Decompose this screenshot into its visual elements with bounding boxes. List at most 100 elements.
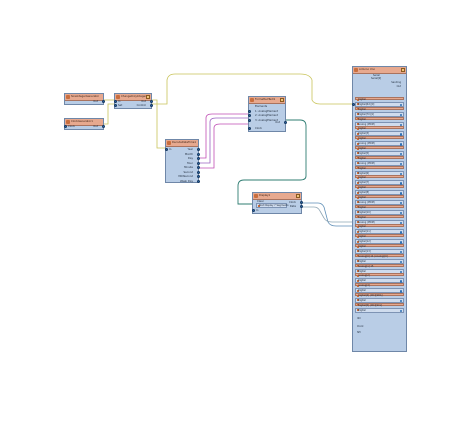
- arduino-pin-row[interactable]: Analog (PWM): [355, 219, 404, 225]
- arduino-pin-group-header[interactable]: Digital: [355, 214, 404, 219]
- arduino-out-pin[interactable]: [399, 231, 402, 234]
- arduino-pin-group-header[interactable]: Analog[0] 14 (Analog)[0]: [355, 253, 404, 258]
- display-data-pin[interactable]: [299, 205, 303, 208]
- wire-datetime-minute[interactable]: [198, 117, 248, 164]
- arduino-pin-group-header[interactable]: Digital: [355, 116, 404, 121]
- datetime-out-pin[interactable]: [196, 152, 200, 156]
- arduino-pin-row[interactable]: Digital(RX)[0]: [355, 101, 404, 107]
- arduino-pin-row[interactable]: Digital: [355, 307, 404, 313]
- arduino-pin-row[interactable]: Digital[8]: [355, 190, 404, 196]
- arduino-pin-group-header[interactable]: Digital: [355, 97, 404, 101]
- change-only-header[interactable]: ChangeOnlyIntegers: [115, 94, 151, 101]
- arduino-out-pin[interactable]: [399, 182, 402, 185]
- display-component[interactable]: Display1 Clear Text Display 7 Segments I…: [251, 192, 303, 214]
- arduino-pin-row[interactable]: Analog (PWM): [355, 160, 404, 166]
- formatted-text-header[interactable]: FormattedText1: [249, 97, 285, 104]
- arduino-serial-in-pin[interactable]: [351, 103, 355, 106]
- arduino-pin-row[interactable]: Digital[11]: [355, 229, 404, 235]
- datetime-out-pin[interactable]: [196, 175, 200, 178]
- decode-datetime-header[interactable]: DecodeDateTime1: [166, 140, 198, 147]
- arduino-pin-row[interactable]: Digital[12]: [355, 239, 404, 245]
- datetime-in-pin[interactable]: [164, 148, 168, 151]
- change-out-pin[interactable]: [149, 100, 153, 103]
- arduino-pin-row[interactable]: Digital[3]: [355, 131, 404, 137]
- arduino-pin-group-header[interactable]: Digital[4] (I2C)[SDA]: [355, 293, 404, 297]
- arduino-pin-group-header[interactable]: Analog[1] 15: [355, 263, 404, 268]
- change-in-pin[interactable]: [113, 100, 117, 103]
- wire-datetime-second[interactable]: [198, 123, 248, 169]
- formatted-clock-pin[interactable]: [247, 127, 251, 130]
- clock-out-pin[interactable]: [101, 125, 105, 128]
- wire-display-data[interactable]: [302, 206, 352, 223]
- arduino-pin-group-header[interactable]: Digital[5] (I2C)[SCL]: [355, 302, 404, 307]
- arduino-out-pin[interactable]: [399, 299, 402, 303]
- arduino-out-pin[interactable]: [399, 211, 402, 215]
- arduino-pin-group-header[interactable]: Digital: [355, 146, 404, 150]
- clock-generator-header[interactable]: ClockGenerator1: [65, 119, 103, 126]
- arduino-pin-row[interactable]: Digital[13]: [355, 248, 404, 254]
- arduino-pin-group-header[interactable]: Digital: [355, 234, 404, 238]
- settings-icon[interactable]: [146, 95, 150, 99]
- arduino-out-pin[interactable]: [399, 143, 402, 146]
- arduino-pin-row[interactable]: Digital: [355, 258, 404, 264]
- arduino-pin-row[interactable]: Digital: [355, 278, 404, 284]
- arduino-out-pin[interactable]: [399, 123, 402, 126]
- arduino-out-pin[interactable]: [399, 280, 402, 283]
- change-set-pin[interactable]: [113, 104, 117, 107]
- arduino-out-pin[interactable]: [399, 309, 402, 313]
- arduino-pin-group-header[interactable]: Digital: [355, 126, 404, 130]
- arduino-pin-row[interactable]: Digital: [355, 288, 404, 294]
- arduino-out-pin[interactable]: [399, 241, 402, 244]
- arduino-pin-group-header[interactable]: Digital: [355, 244, 404, 248]
- arduino-pin-row[interactable]: Digital: [355, 297, 404, 303]
- arduino-pin-row[interactable]: Digital: [355, 268, 404, 274]
- arduino-out-pin[interactable]: [399, 113, 402, 117]
- sine-generator-header[interactable]: SineIntegerGenerator: [65, 94, 103, 101]
- arduino-out-pin[interactable]: [399, 270, 402, 273]
- datetime-out-pin[interactable]: [196, 148, 200, 151]
- display-text-element[interactable]: Text Display 7 Segments: [256, 203, 288, 208]
- datetime-out-pin[interactable]: [196, 161, 200, 165]
- arduino-pin-row[interactable]: Analog (PWM): [355, 199, 404, 205]
- arduino-uno-component[interactable]: Arduino Uno Serial Serial[0] Sending Out…: [351, 66, 407, 352]
- arduino-out-pin[interactable]: [399, 250, 402, 254]
- arduino-out-pin[interactable]: [399, 290, 402, 293]
- arduino-settings-icon[interactable]: [401, 68, 405, 72]
- arduino-pin-group-header[interactable]: Digital: [355, 185, 404, 189]
- formatted-in-pin[interactable]: [247, 118, 251, 122]
- arduino-pin-group-header[interactable]: Digital: [355, 195, 404, 199]
- arduino-pin-row[interactable]: Digital[5]: [355, 150, 404, 156]
- formatted-in-pin[interactable]: [247, 114, 251, 117]
- arduino-pin-group-header[interactable]: Digital: [355, 136, 404, 140]
- arduino-out-pin[interactable]: [399, 201, 402, 205]
- arduino-out-pin[interactable]: [399, 172, 402, 175]
- formatted-out-pin[interactable]: [283, 121, 287, 124]
- arduino-pin-group-header[interactable]: Digital: [355, 155, 404, 160]
- datetime-out-pin[interactable]: [196, 170, 200, 174]
- arduino-pin-group-header[interactable]: Analog[2]: [355, 273, 404, 277]
- sine-generator-component[interactable]: SineIntegerGenerator Out: [64, 93, 105, 105]
- arduino-pin-row[interactable]: Digital[6]: [355, 170, 404, 176]
- clock-generator-component[interactable]: ClockGenerator1 Clock Out: [63, 118, 105, 130]
- wire-display-clock[interactable]: [302, 202, 352, 227]
- arduino-out-pin[interactable]: [399, 260, 402, 264]
- datetime-out-pin[interactable]: [196, 166, 200, 169]
- arduino-pin-row[interactable]: Analog (PWM): [355, 141, 404, 147]
- wire-datetime-hour[interactable]: [198, 113, 248, 159]
- display-header[interactable]: Display1: [253, 193, 301, 200]
- arduino-pin-group-header[interactable]: Digital: [355, 224, 404, 228]
- arduino-pin-group-header[interactable]: Digital: [355, 106, 404, 111]
- arduino-out-pin[interactable]: [399, 221, 402, 224]
- sine-out-pin[interactable]: [101, 100, 105, 103]
- arduino-pin-row[interactable]: Digital[10]: [355, 209, 404, 215]
- arduino-out-pin[interactable]: [399, 162, 402, 166]
- arduino-pin-row[interactable]: Digital(TX)[1]: [355, 111, 404, 117]
- display-in-pin[interactable]: [251, 209, 255, 212]
- formatted-in-pin[interactable]: [247, 109, 251, 113]
- arduino-pin-row[interactable]: Analog (PWM): [355, 121, 404, 127]
- formatted-settings-icon[interactable]: [280, 98, 284, 102]
- change-only-component[interactable]: ChangeOnlyIntegers In Set Out Control: [113, 93, 153, 109]
- display-clock-pin[interactable]: [299, 201, 303, 204]
